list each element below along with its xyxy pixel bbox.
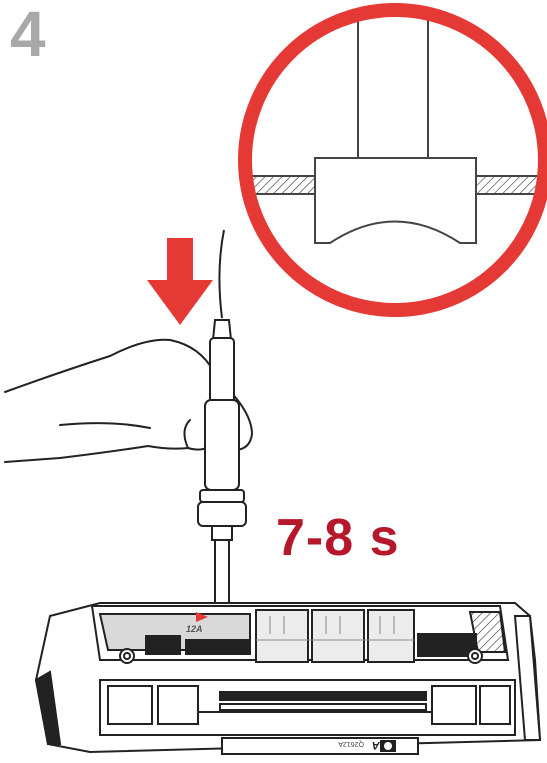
step-number: 4	[10, 0, 46, 70]
down-arrow-icon	[147, 238, 213, 325]
cartridge-part-label: Q2612A	[338, 740, 364, 747]
duration-label: 7-8 s	[276, 509, 400, 567]
magnified-detail	[238, 3, 547, 317]
toner-cartridge	[34, 602, 542, 755]
hp-logo-icon	[380, 740, 396, 752]
hand	[4, 338, 253, 463]
tool-cable	[218, 229, 225, 319]
cartridge-small-label: 12A	[186, 624, 203, 634]
